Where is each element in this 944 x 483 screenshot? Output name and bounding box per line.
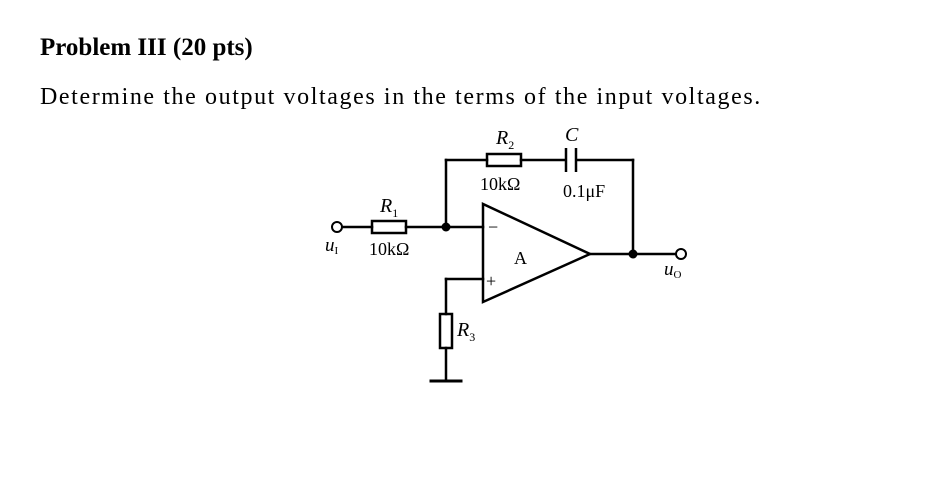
r2-label-sub: 2: [508, 138, 514, 152]
input-label-main: u: [325, 235, 335, 256]
problem-title: Problem III (20 pts): [40, 34, 253, 61]
r1-label: R1: [379, 195, 398, 220]
input-node-dot: [441, 222, 451, 232]
r3-label: R3: [456, 319, 475, 344]
opamp-triangle: [481, 202, 594, 304]
r2-value: 10kΩ: [480, 174, 520, 194]
r2-resistor: [485, 152, 523, 168]
r3-label-main: R: [456, 319, 469, 341]
input-terminal: [331, 221, 343, 233]
r1-value: 10kΩ: [369, 239, 409, 259]
input-label-sub: I: [335, 245, 339, 257]
opamp-noninverting-sign: +: [486, 271, 496, 291]
r1-label-sub: 1: [392, 206, 398, 220]
capacitor-value: 0.1μF: [563, 181, 605, 201]
opamp-label: A: [514, 248, 527, 268]
r1-resistor: [370, 219, 408, 235]
capacitor-label: C: [565, 124, 579, 146]
r3-label-sub: 3: [469, 330, 475, 344]
input-label: uI: [325, 235, 339, 257]
opamp-inverting-sign: −: [488, 217, 498, 237]
output-label-sub: O: [674, 269, 682, 281]
output-label: uO: [664, 259, 682, 281]
r1-label-main: R: [379, 195, 392, 217]
r3-resistor: [438, 312, 454, 350]
output-terminal: [675, 248, 687, 260]
r2-label: R2: [495, 127, 514, 152]
r2-label-main: R: [495, 127, 508, 149]
output-label-main: u: [664, 259, 674, 280]
output-node-dot: [628, 249, 638, 259]
problem-statement: Determine the output voltages in the ter…: [40, 84, 762, 110]
